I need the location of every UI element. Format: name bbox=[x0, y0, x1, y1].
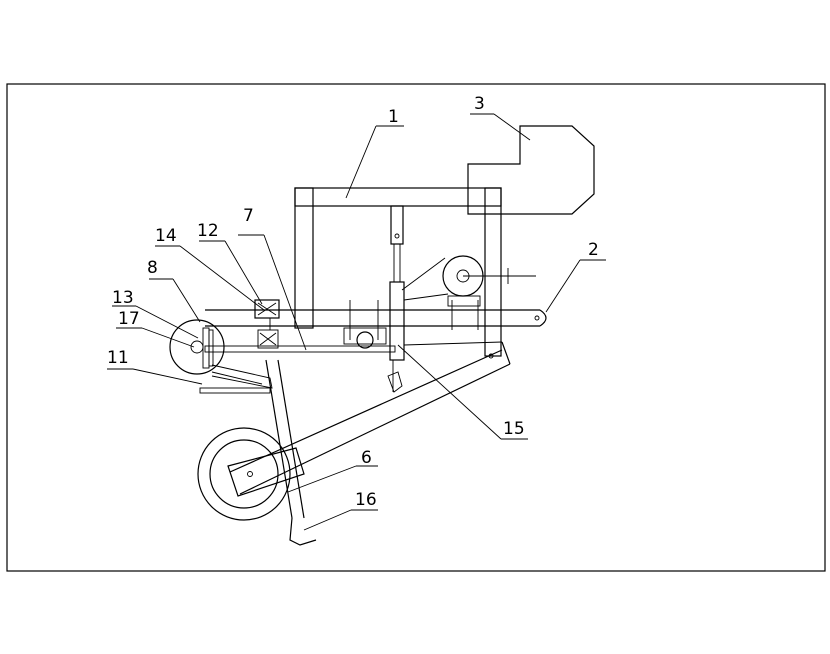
pulley bbox=[401, 255, 536, 307]
callout-16: 16 bbox=[355, 490, 377, 510]
callout-3: 3 bbox=[474, 94, 485, 114]
main-frame bbox=[294, 187, 502, 357]
diagonal-arm bbox=[229, 341, 511, 495]
lower-link bbox=[204, 327, 396, 353]
drawing-border bbox=[6, 83, 826, 572]
leader-lines bbox=[107, 113, 606, 531]
callout-15: 15 bbox=[503, 419, 525, 439]
wheel bbox=[197, 427, 305, 521]
callout-12: 12 bbox=[197, 221, 219, 241]
callout-1: 1 bbox=[388, 107, 399, 127]
callout-7: 7 bbox=[243, 206, 254, 226]
callout-8: 8 bbox=[147, 258, 158, 278]
callout-2: 2 bbox=[588, 240, 599, 260]
callout-11: 11 bbox=[107, 348, 129, 368]
beam-marks bbox=[349, 300, 479, 340]
callout-14: 14 bbox=[155, 226, 177, 246]
engine-box bbox=[467, 125, 595, 215]
callout-6: 6 bbox=[361, 448, 372, 468]
horizontal-beam bbox=[205, 309, 547, 327]
spring-block bbox=[254, 299, 280, 349]
gauge-wheel bbox=[169, 319, 225, 375]
callout-17: 17 bbox=[118, 309, 140, 329]
callout-13: 13 bbox=[112, 288, 134, 308]
vertical-rod bbox=[387, 205, 405, 393]
linkage-11 bbox=[199, 364, 273, 394]
leg bbox=[265, 359, 317, 546]
